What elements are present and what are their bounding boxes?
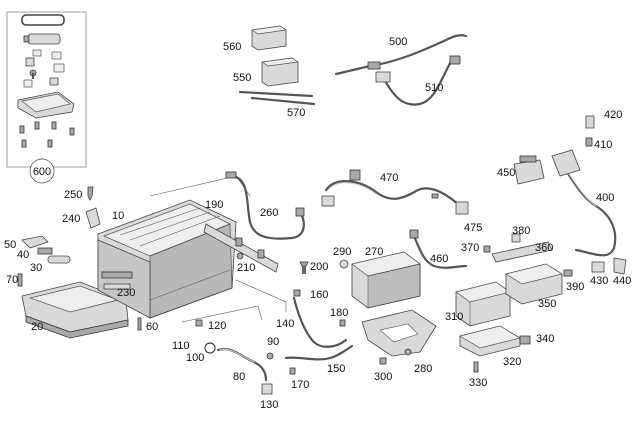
cable-500: [334, 34, 468, 76]
callout-60: 60: [146, 321, 158, 333]
battery-housing-10: [97, 199, 237, 319]
callout-150: 150: [327, 363, 345, 375]
pipe-400: [558, 160, 617, 257]
harness-470: [324, 180, 464, 210]
callout-labels: 10 20 30 40 50 60 70 80 90 100 110 120 1…: [4, 36, 631, 411]
callout-310: 310: [445, 311, 463, 323]
callout-390: 390: [566, 281, 584, 293]
callout-550: 550: [233, 72, 251, 84]
callout-190: 190: [205, 199, 223, 211]
callout-430: 430: [590, 275, 608, 287]
callout-30: 30: [30, 262, 42, 274]
bolts-center: [236, 252, 309, 297]
callout-160: 160: [310, 289, 328, 301]
callout-70: 70: [6, 274, 18, 286]
callout-570: 570: [287, 107, 305, 119]
callout-360: 360: [535, 242, 553, 254]
callout-400: 400: [596, 192, 614, 204]
callout-80: 80: [233, 371, 245, 383]
callout-90: 90: [267, 336, 279, 348]
callout-110: 110: [172, 340, 190, 352]
callout-350: 350: [538, 298, 556, 310]
callout-10: 10: [112, 210, 124, 222]
callout-470: 470: [380, 172, 398, 184]
callout-420: 420: [604, 109, 622, 121]
callout-475: 475: [464, 222, 482, 234]
cable-510: [380, 58, 454, 106]
callout-40: 40: [17, 249, 29, 261]
callout-20: 20: [31, 321, 43, 333]
module-550: [261, 57, 299, 87]
callout-440: 440: [613, 275, 631, 287]
module-350: [505, 263, 563, 305]
callout-120: 120: [208, 320, 226, 332]
callout-290: 290: [333, 246, 351, 258]
callout-100: 100: [186, 352, 204, 364]
cable-260: [230, 174, 305, 240]
unit-270: [351, 251, 421, 309]
callout-510: 510: [425, 82, 443, 94]
callout-240: 240: [62, 213, 80, 225]
callout-300: 300: [374, 371, 392, 383]
callout-250: 250: [64, 189, 82, 201]
hose-150: [284, 344, 354, 361]
callout-50: 50: [4, 239, 16, 251]
callout-370: 370: [461, 242, 479, 254]
callout-340: 340: [536, 333, 554, 345]
callout-410: 410: [594, 139, 612, 151]
hose-140: [292, 296, 348, 348]
callout-200: 200: [310, 261, 328, 273]
callout-450: 450: [497, 167, 515, 179]
callout-270: 270: [365, 246, 383, 258]
parts-left: [17, 186, 142, 339]
callout-170: 170: [291, 379, 309, 391]
bracket-280: [361, 309, 437, 357]
callout-210: 210: [237, 262, 255, 274]
callout-180: 180: [330, 307, 348, 319]
module-560: [251, 25, 287, 51]
callout-600: 600: [33, 166, 51, 178]
callout-260: 260: [260, 207, 278, 219]
rail-190: [203, 223, 279, 273]
module-320: [459, 325, 521, 357]
callout-230: 230: [117, 287, 135, 299]
callout-560: 560: [223, 41, 241, 53]
lead-570: [238, 90, 314, 98]
callout-280: 280: [414, 363, 432, 375]
callout-500: 500: [389, 36, 407, 48]
callout-330: 330: [469, 377, 487, 389]
callout-140: 140: [276, 318, 294, 330]
cable-460: [412, 234, 468, 269]
callout-130: 130: [260, 399, 278, 411]
module-310: [455, 281, 511, 327]
kit-box-600: [6, 11, 87, 184]
callout-380: 380: [512, 225, 530, 237]
callout-320: 320: [503, 356, 521, 368]
callout-460: 460: [430, 253, 448, 265]
rail-360: [491, 241, 553, 263]
